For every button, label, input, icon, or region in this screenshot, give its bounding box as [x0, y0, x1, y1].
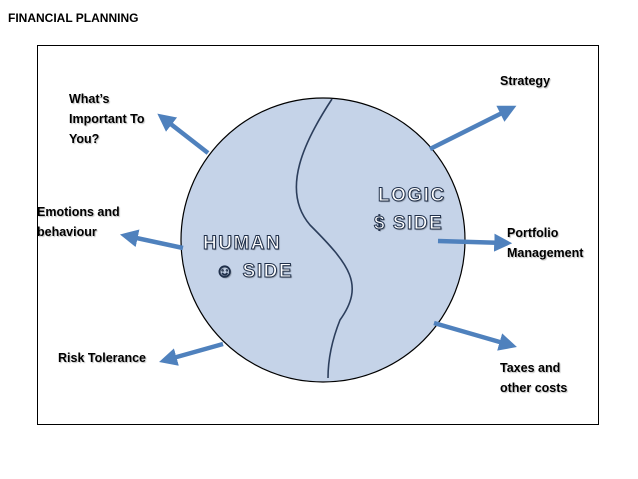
arrow-taxes — [433, 320, 517, 351]
label-emotions: Emotions and behaviour — [37, 202, 120, 242]
human-side-label: HUMAN ☺ SIDE — [202, 230, 294, 286]
label-portfolio: Portfolio Management — [507, 223, 583, 263]
page-title: FINANCIAL PLANNING — [8, 11, 139, 25]
label-emotions-line-1: Emotions and — [37, 205, 120, 219]
label-taxes-line-1: Taxes and — [500, 361, 561, 375]
label-taxes-line-2: other costs — [500, 381, 568, 395]
logic-side-label: LOGIC $ SIDE — [374, 182, 446, 238]
label-strategy-line-1: Strategy — [500, 74, 551, 88]
label-risk-line-1: Risk Tolerance — [58, 351, 147, 365]
label-risk: Risk Tolerance — [58, 348, 146, 368]
label-important-line-1: What’s — [69, 92, 110, 106]
arrow-important — [157, 113, 210, 155]
logic-side-line-2: $ SIDE — [374, 213, 444, 235]
arrow-risk — [159, 341, 224, 366]
label-portfolio-line-1: Portfolio — [507, 226, 559, 240]
label-taxes: Taxes and other costs — [500, 358, 567, 398]
label-important: What’s Important To You? — [69, 89, 144, 149]
arrow-emotions — [119, 229, 184, 251]
human-side-line-1: HUMAN — [202, 233, 282, 255]
human-logic-divider — [295, 98, 354, 379]
label-portfolio-line-2: Management — [507, 246, 584, 260]
label-strategy: Strategy — [500, 71, 550, 91]
human-side-line-2: ☺ SIDE — [214, 261, 294, 283]
label-important-line-2: Important To — [69, 112, 145, 126]
logic-side-line-1: LOGIC — [378, 185, 446, 207]
diagram-frame — [37, 45, 599, 425]
arrow-portfolio — [437, 233, 513, 252]
label-important-line-3: You? — [69, 132, 100, 146]
arrow-strategy — [428, 105, 517, 152]
label-emotions-line-2: behaviour — [37, 225, 97, 239]
